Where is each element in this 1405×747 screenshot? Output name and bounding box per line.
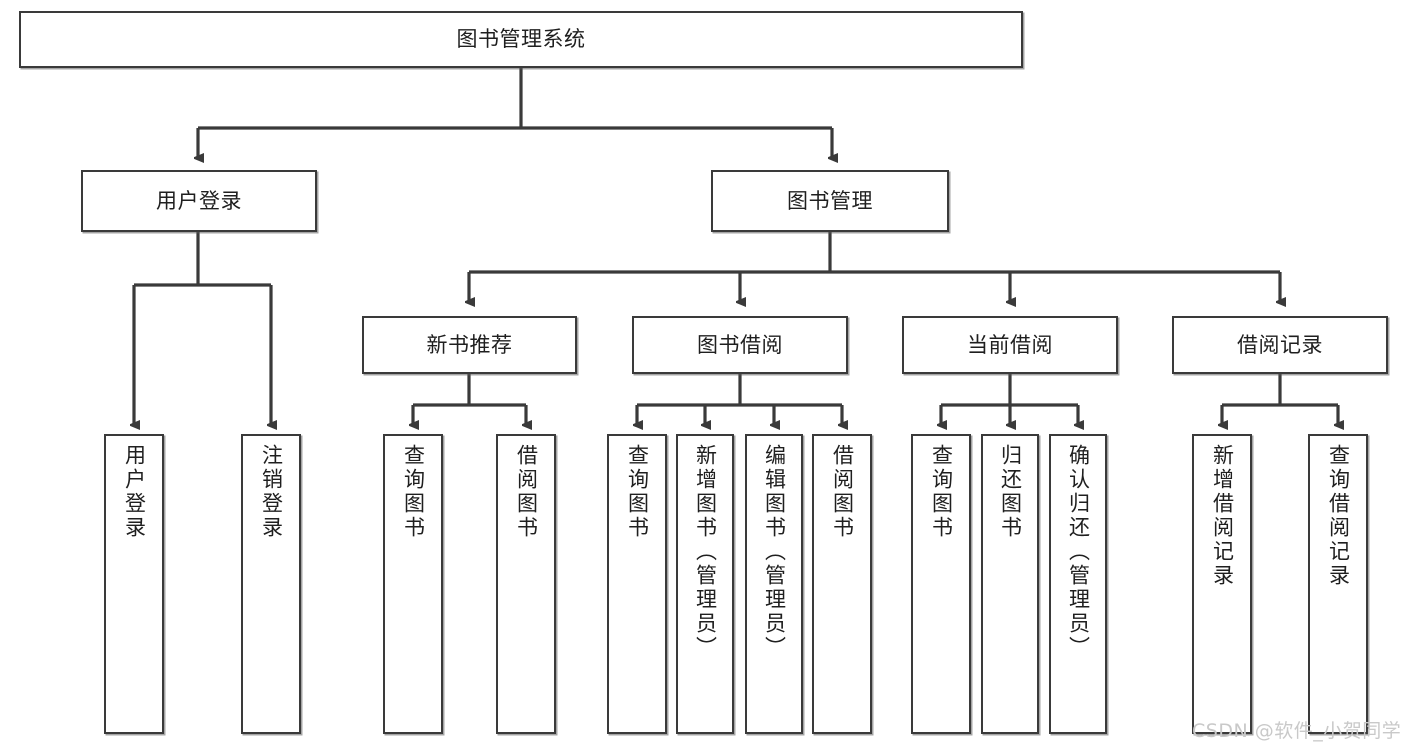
node-current-borrow-label: 当前借阅 <box>967 332 1053 357</box>
node-new-book-recommend[interactable]: 新书推荐 <box>362 316 577 374</box>
node-leaf-confirm-return[interactable]: 确认归还（管理员） <box>1049 434 1107 734</box>
node-current-borrow[interactable]: 当前借阅 <box>902 316 1118 374</box>
node-leaf-borrow-book-2-label: 借阅图书 <box>830 444 855 540</box>
node-new-book-recommend-label: 新书推荐 <box>426 332 513 357</box>
node-user-login[interactable]: 用户登录 <box>81 170 317 232</box>
node-book-borrow-label: 图书借阅 <box>697 332 783 357</box>
node-borrow-record-label: 借阅记录 <box>1237 332 1323 357</box>
node-leaf-query-book-2[interactable]: 查询图书 <box>607 434 667 734</box>
node-root-label: 图书管理系统 <box>456 27 586 52</box>
node-root[interactable]: 图书管理系统 <box>19 11 1023 68</box>
node-leaf-return-book[interactable]: 归还图书 <box>981 434 1039 734</box>
node-leaf-query-book-1-label: 查询图书 <box>401 444 426 540</box>
node-user-login-label: 用户登录 <box>156 188 242 213</box>
node-leaf-query-book-1[interactable]: 查询图书 <box>383 434 443 734</box>
node-leaf-confirm-return-label: 确认归还（管理员） <box>1066 444 1091 660</box>
node-leaf-edit-book-label: 编辑图书（管理员） <box>762 444 787 660</box>
node-leaf-borrow-book-1[interactable]: 借阅图书 <box>496 434 556 734</box>
node-leaf-query-book-2-label: 查询图书 <box>625 444 650 540</box>
node-leaf-query-book-3-label: 查询图书 <box>929 444 954 540</box>
node-book-management[interactable]: 图书管理 <box>711 170 949 232</box>
node-borrow-record[interactable]: 借阅记录 <box>1172 316 1388 374</box>
node-leaf-add-record-label: 新增借阅记录 <box>1210 444 1235 588</box>
node-leaf-add-book-label: 新增图书（管理员） <box>693 444 718 660</box>
node-leaf-edit-book[interactable]: 编辑图书（管理员） <box>745 434 803 734</box>
node-leaf-query-record[interactable]: 查询借阅记录 <box>1308 434 1368 734</box>
node-leaf-borrow-book-1-label: 借阅图书 <box>514 444 539 540</box>
node-leaf-add-record[interactable]: 新增借阅记录 <box>1192 434 1252 734</box>
node-leaf-query-book-3[interactable]: 查询图书 <box>911 434 971 734</box>
node-leaf-user-login[interactable]: 用户登录 <box>104 434 164 734</box>
node-leaf-add-book[interactable]: 新增图书（管理员） <box>676 434 734 734</box>
node-leaf-user-login-label: 用户登录 <box>122 444 147 540</box>
node-leaf-borrow-book-2[interactable]: 借阅图书 <box>812 434 872 734</box>
node-leaf-return-book-label: 归还图书 <box>998 444 1023 540</box>
node-book-borrow[interactable]: 图书借阅 <box>632 316 848 374</box>
node-leaf-logout-login-label: 注销登录 <box>259 444 284 540</box>
node-book-management-label: 图书管理 <box>787 188 873 213</box>
watermark-text: CSDN @软件_小贺同学 <box>1192 720 1402 742</box>
node-leaf-logout-login[interactable]: 注销登录 <box>241 434 301 734</box>
node-leaf-query-record-label: 查询借阅记录 <box>1326 444 1351 588</box>
